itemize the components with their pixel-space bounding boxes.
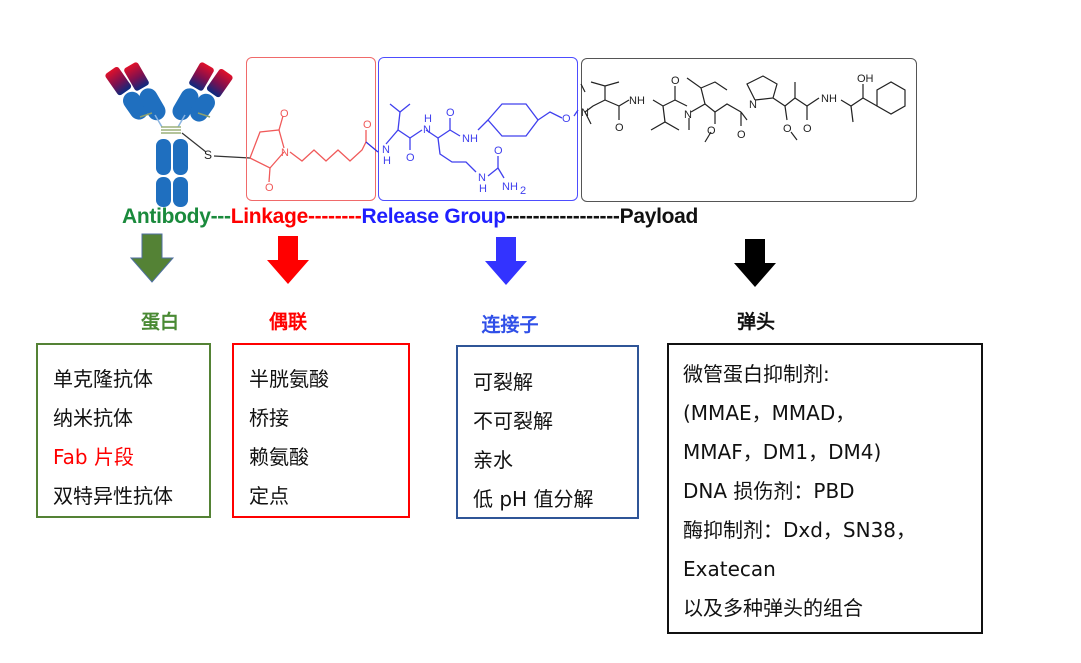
antibody-category-title: 蛋白 [140,311,179,333]
list-item-highlighted: Fab 片段 [53,445,134,469]
list-item: DNA 损伤剂：PBD [683,479,855,503]
antibody-label: Antibody [122,205,211,228]
h-label: H [383,155,391,167]
stage-title-row: Antibody---Linkage--------Release Group-… [122,205,698,229]
oxygen-label: O [737,129,746,141]
list-item: 定点 [249,484,289,508]
payload-chemical-structure: N O NH O N O O N O O NH OH [580,73,906,143]
h-label: H [424,113,432,125]
nitrogen-label: N [684,109,692,121]
list-item: 微管蛋白抑制剂: [683,362,830,386]
payload-structure-box [581,58,917,202]
oxygen-label: O [494,145,503,157]
list-item: 亲水 [473,448,513,472]
linkage-category-box: 半胱氨酸 桥接 赖氨酸 定点 [232,343,410,518]
list-item: 纳米抗体 [53,406,133,430]
oxygen-label: O [671,75,680,87]
oxygen-label: O [783,123,792,135]
nh-label: N [478,172,486,184]
list-item: 赖氨酸 [249,445,309,469]
nh-label: NH [629,95,645,107]
antibody-category-box: 单克隆抗体 纳米抗体 Fab 片段 双特异性抗体 [36,343,211,518]
list-item: 可裂解 [473,370,533,394]
release-group-label: Release Group [361,205,507,228]
nh2-label: NH [502,181,518,193]
list-item: 桥接 [249,406,289,430]
down-arrow-icon [485,237,527,285]
oxygen-label: O [446,107,455,119]
list-item: 不可裂解 [473,409,553,433]
oh-label: OH [857,73,874,85]
separator: ----------------- [505,205,620,228]
oxygen-label: O [363,119,372,131]
linkage-label: Linkage [230,205,309,228]
payload-label: Payload [619,205,699,228]
oxygen-label: O [406,152,415,164]
down-arrow-icon [129,233,175,283]
oxygen-label: O [803,123,812,135]
list-item: 酶抑制剂：Dxd，SN38， [683,518,917,542]
nh-label: NH [821,93,837,105]
linkage-structure-box [246,57,376,201]
nitrogen-label: N [281,147,289,159]
nh-label: NH [462,133,478,145]
list-item: Exatecan [683,557,776,581]
down-arrow-icon [734,239,776,287]
release-group-category-box: 可裂解 不可裂解 亲水 低 pH 值分解 [456,345,639,519]
nitrogen-label: N [581,107,589,119]
list-item: 单克隆抗体 [53,367,153,391]
sulfur-label: S [204,148,212,162]
nitrogen-label: N [749,99,757,111]
linkage-category-title: 偶联 [268,311,307,333]
nh2-subscript: 2 [520,185,526,197]
separator: -------- [307,205,362,228]
h-label: H [479,183,487,195]
list-item: 半胱氨酸 [249,367,329,391]
oxygen-label: O [265,182,274,194]
down-arrow-icon [267,236,309,284]
list-item: 双特异性抗体 [53,484,173,508]
release-group-structure-box [378,57,578,201]
list-item: MMAF，DM1，DM4) [683,440,882,464]
list-item: (MMAE，MMAD， [683,401,856,425]
oxygen-label: O [280,108,289,120]
nitrogen-label: N [423,124,431,136]
separator: --- [210,205,231,228]
payload-category-box: 微管蛋白抑制剂: (MMAE，MMAD， MMAF，DM1，DM4) DNA 损… [667,343,983,634]
list-item: 低 pH 值分解 [473,487,594,511]
oxygen-label: O [615,122,624,134]
list-item: 以及多种弹头的组合 [683,596,863,620]
linkage-chemical-structure: O N O O [249,108,379,194]
payload-category-title: 弹头 [736,311,775,333]
nh-label: N [382,144,390,156]
release-group-chemical-structure: N H O H N O NH N H O NH 2 O [382,103,579,197]
oxygen-label: O [707,125,716,137]
antibody-icon: S [105,62,251,207]
release-group-category-title: 连接子 [481,314,539,336]
oxygen-label: O [562,113,571,125]
